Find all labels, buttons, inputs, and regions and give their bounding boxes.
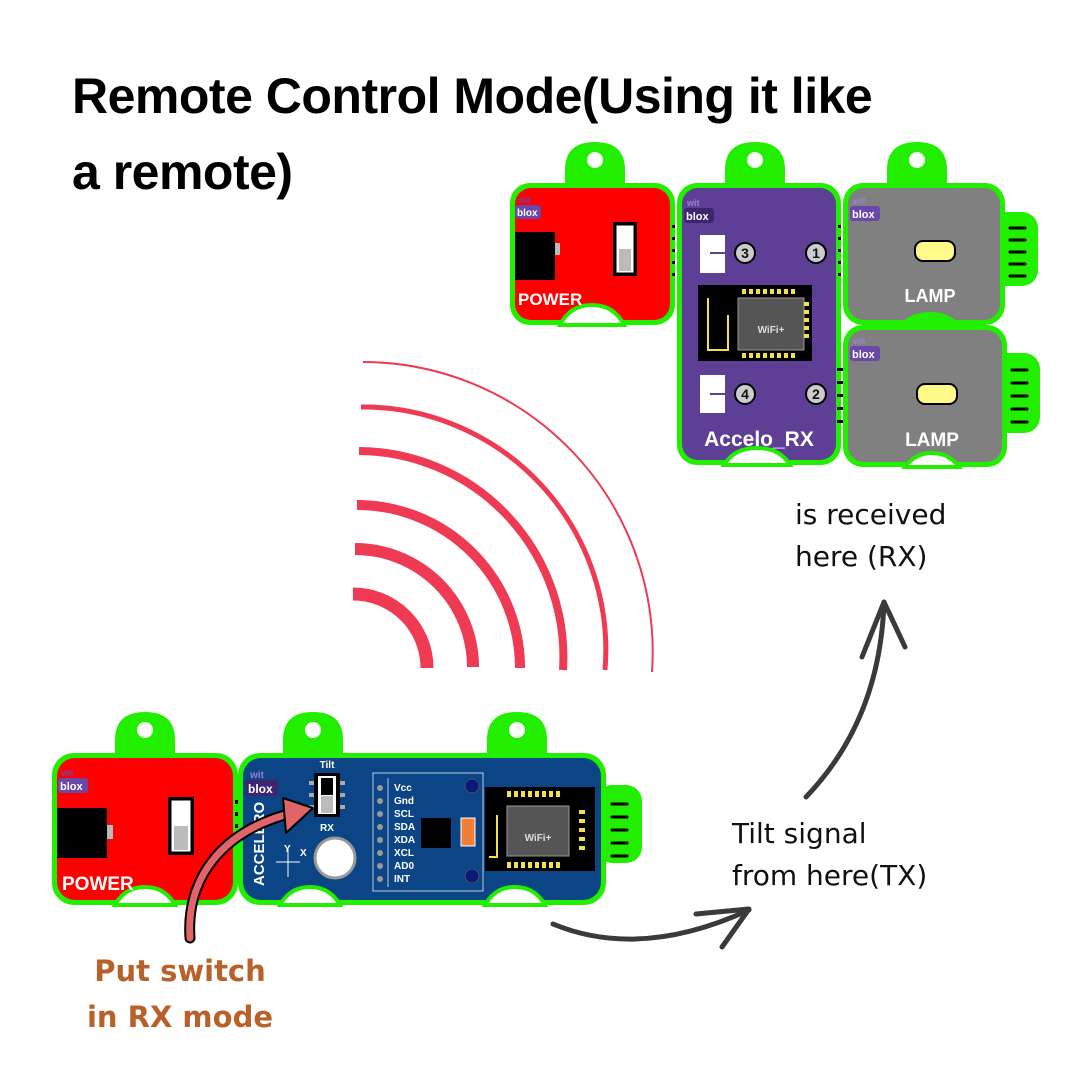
signal-arc-1 [352,587,434,669]
witblox-logo: wit blox [246,770,278,796]
capacitor-icon [460,817,476,847]
channel-indicator-4 [734,383,756,405]
channel-indicator-2 [805,383,827,405]
signal-arc-2 [354,543,479,668]
mode-switch[interactable] [309,773,345,817]
mpu-board [372,772,484,892]
switch-pointer-arrow [184,797,314,944]
svg-text:wit: wit [852,336,866,346]
tilt-signal-caption: Tilt signal from here(TX) [732,813,927,897]
caption-line: Put switch [94,954,266,988]
lamp-module-1[interactable]: wit blox LAMP [843,183,1005,325]
svg-text:Vcc: Vcc [394,783,412,794]
module-label-accelero: ACCELERO [251,801,268,886]
svg-text:WiFi+: WiFi+ [758,325,785,336]
sensor-button[interactable] [313,836,357,880]
accelero-tx-module[interactable]: wit blox ACCELERO Tilt RX Y X [238,753,606,907]
title-line-2: a remote) [72,144,293,200]
caption-line: here (RX) [795,540,928,573]
witblox-logo: wit blox [58,768,88,793]
svg-text:blox: blox [248,782,273,796]
module-label-accelo-rx: Accelo_RX [704,428,814,451]
channel-indicator-3 [734,242,756,264]
connector-tab [596,785,642,863]
witblox-logo: wit blox [684,198,714,223]
signal-arc-6 [362,361,654,673]
svg-text:SDA: SDA [394,822,415,833]
wifi-module-icon: WiFi+ [698,285,812,361]
caption-line: from here(TX) [732,859,928,892]
switch-label-rx: RX [320,823,334,834]
svg-text:blox: blox [852,349,875,361]
axis-icon [276,848,300,877]
svg-text:INT: INT [394,874,410,885]
lamp-led-icon [914,240,956,262]
module-label-power: POWER [518,290,582,309]
svg-text:blox: blox [852,209,875,221]
svg-text:blox: blox [686,211,709,223]
signal-arc-3 [356,500,525,669]
module-label-lamp: LAMP [905,286,956,306]
svg-text:WiFi+: WiFi+ [525,833,552,844]
signal-arc-4 [358,447,568,671]
pin-list: Vcc Gnd SCL SDA XDA XCL AD0 INT [377,783,415,885]
svg-text:1: 1 [812,245,820,261]
page-title: Remote Control Mode(Using it like a remo… [72,58,1072,210]
accelo-rx-module[interactable]: wit blox 3 1 WiFi+ [677,183,841,467]
svg-text:wit: wit [249,770,265,781]
dc-jack-icon [57,808,107,858]
dc-jack-icon [515,232,555,280]
witblox-logo: wit blox [515,195,541,219]
signal-arc-5 [360,404,609,671]
mpu-chip-icon [421,818,451,848]
title-line-1: Remote Control Mode(Using it like [72,68,873,124]
svg-text:blox: blox [60,781,83,793]
connector-pins [1008,226,1029,424]
switch-hint-caption: Put switch in RX mode [60,948,300,1040]
svg-text:AD0: AD0 [394,861,414,872]
lamp-module-2[interactable]: wit blox LAMP [843,325,1007,469]
switch-label-tilt: Tilt [320,760,335,771]
svg-text:2: 2 [812,386,820,402]
svg-text:blox: blox [517,208,538,219]
received-caption: is received here (RX) [795,494,946,578]
svg-text:SCL: SCL [394,809,414,820]
svg-text:Gnd: Gnd [394,796,414,807]
witblox-logo: wit blox [850,196,880,221]
caption-line: in RX mode [86,1000,274,1034]
tx-power-module[interactable]: wit blox POWER [52,753,238,907]
channel-indicator-1 [805,242,827,264]
lamp-led-icon [916,383,958,405]
receiver-assembly: wit blox POWER wit blox 3 1 [510,142,1040,469]
caption-line: Tilt signal [732,817,867,850]
module-label-lamp: LAMP [905,430,959,451]
witblox-logo: wit blox [850,336,880,361]
tx-arrow [550,906,752,950]
rx-arrow [803,599,908,800]
svg-text:XCL: XCL [394,848,414,859]
signal-waves [352,361,654,673]
svg-text:4: 4 [741,386,749,402]
rx-power-module[interactable]: wit blox POWER [510,183,675,327]
connector-pins [610,802,629,858]
transmitter-assembly: wit blox POWER wit blox ACCELERO Tilt [52,712,642,907]
svg-text:XDA: XDA [394,835,415,846]
svg-text:wit: wit [852,196,866,206]
wifi-module-icon: WiFi+ [485,787,595,871]
svg-text:3: 3 [741,245,749,261]
svg-text:wit: wit [686,198,700,208]
module-link-dots [672,225,843,423]
module-label-power: POWER [62,874,134,895]
svg-text:X: X [300,848,307,859]
svg-text:Y: Y [284,844,291,855]
svg-text:wit: wit [60,768,74,778]
svg-text:wit: wit [517,195,531,205]
caption-line: is received [795,498,947,531]
